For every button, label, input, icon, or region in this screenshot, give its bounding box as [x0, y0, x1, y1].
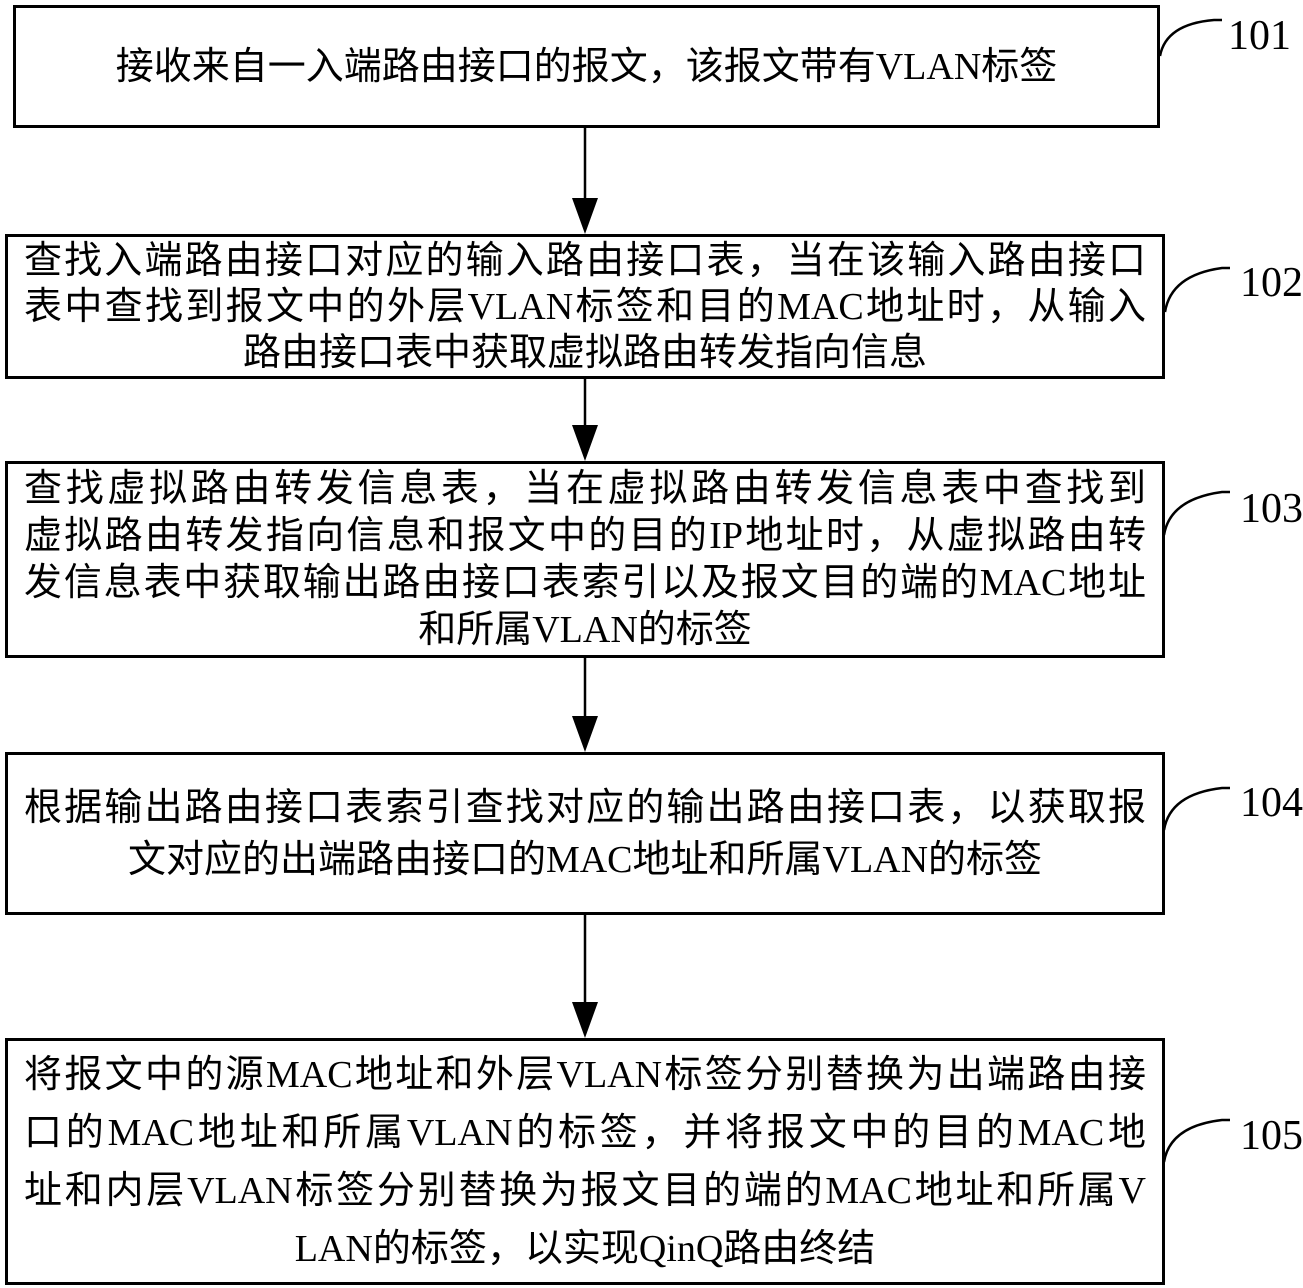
- flow-step-box-103: 查找虚拟路由转发信息表，当在虚拟路由转发信息表中查找到 虚拟路由转发指向信息和报…: [5, 461, 1165, 658]
- step-text-line: 址和内层VLAN标签分别替换为报文目的端的MAC地址和所属V: [24, 1169, 1146, 1212]
- step-number-101: 101: [1228, 13, 1291, 59]
- flow-step-box-105: 将报文中的源MAC地址和外层VLAN标签分别替换为出端路由接 口的MAC地址和所…: [5, 1038, 1165, 1285]
- step-text-line: 文对应的出端路由接口的MAC地址和所属VLAN的标签: [127, 838, 1043, 881]
- leader-curve-103: [1162, 490, 1230, 536]
- step-text-line: 口的MAC地址和所属VLAN的标签，并将报文中的目的MAC地: [24, 1111, 1146, 1154]
- leader-curve-105: [1162, 1118, 1230, 1163]
- step-number-105: 105: [1240, 1113, 1303, 1159]
- step-text-line: LAN的标签，以实现QinQ路由终结: [294, 1227, 876, 1270]
- down-arrow-icon: [572, 915, 598, 1038]
- step-text-line: 接收来自一入端路由接口的报文，该报文带有VLAN标签: [115, 45, 1058, 88]
- step-number-102: 102: [1240, 260, 1303, 306]
- step-text-line: 查找入端路由接口对应的输入路由接口表，当在该输入路由接口: [24, 239, 1146, 282]
- flow-step-box-102: 查找入端路由接口对应的输入路由接口表，当在该输入路由接口 表中查找到报文中的外层…: [5, 234, 1165, 379]
- step-text-line: 虚拟路由转发指向信息和报文中的目的IP地址时，从虚拟路由转: [24, 514, 1146, 557]
- step-text-line: 查找虚拟路由转发信息表，当在虚拟路由转发信息表中查找到: [24, 467, 1146, 510]
- leader-curve-101: [1158, 18, 1222, 57]
- leader-curve-102: [1163, 266, 1230, 313]
- leader-curve-104: [1162, 786, 1230, 831]
- down-arrow-icon: [572, 379, 598, 461]
- step-text-line: 将报文中的源MAC地址和外层VLAN标签分别替换为出端路由接: [24, 1053, 1146, 1096]
- down-arrow-icon: [572, 128, 598, 234]
- step-text-line: 根据输出路由接口表索引查找对应的输出路由接口表，以获取报: [24, 786, 1146, 829]
- flow-step-box-101: 接收来自一入端路由接口的报文，该报文带有VLAN标签: [13, 5, 1160, 128]
- step-number-104: 104: [1240, 780, 1303, 826]
- step-text-line: 和所属VLAN的标签: [418, 608, 752, 651]
- step-text-line: 表中查找到报文中的外层VLAN标签和目的MAC地址时，从输入: [24, 285, 1146, 328]
- flow-step-box-104: 根据输出路由接口表索引查找对应的输出路由接口表，以获取报 文对应的出端路由接口的…: [5, 752, 1165, 915]
- step-text-line: 路由接口表中获取虚拟路由转发指向信息: [242, 331, 927, 374]
- step-text-line: 发信息表中获取输出路由接口表索引以及报文目的端的MAC地址: [24, 561, 1146, 604]
- down-arrow-icon: [572, 658, 598, 752]
- step-number-103: 103: [1240, 486, 1303, 532]
